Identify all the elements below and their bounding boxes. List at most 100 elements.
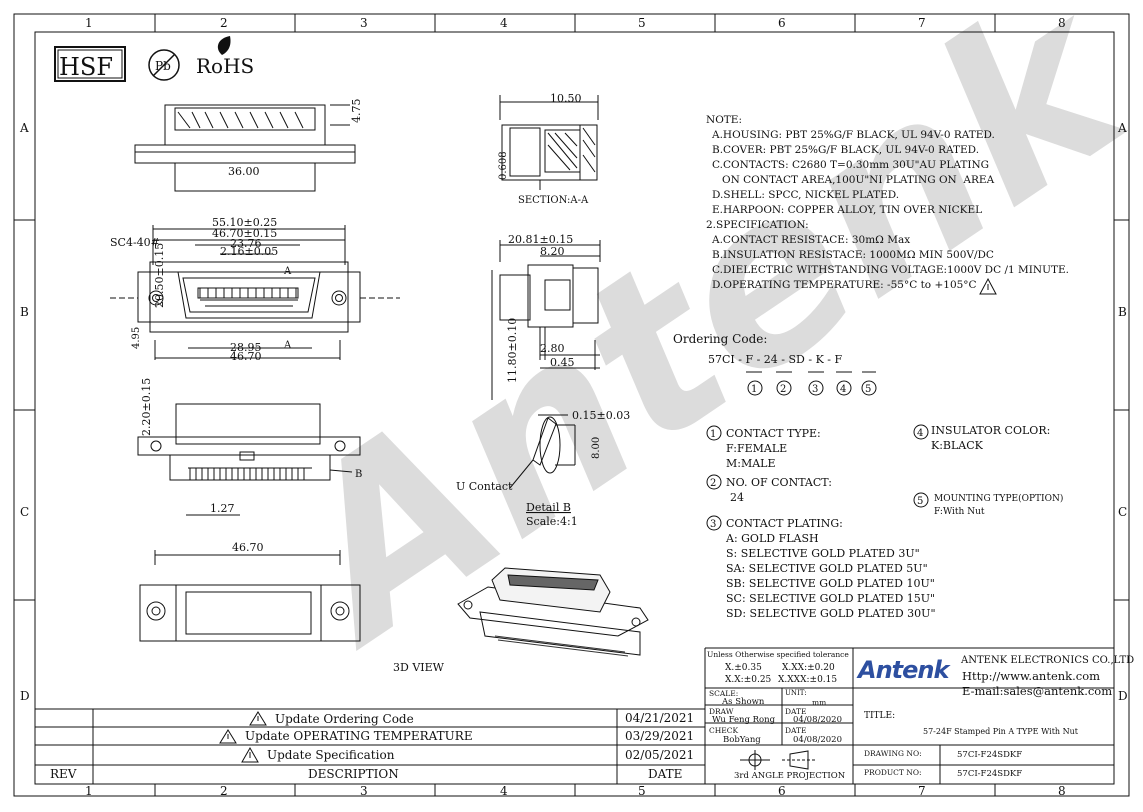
circle-num: 3 [812, 384, 818, 395]
col-num: 3 [360, 784, 368, 798]
circle-num: 1 [751, 384, 757, 395]
option-title: CONTACT TYPE: [726, 427, 821, 440]
option-item: SC: SELECTIVE GOLD PLATED 15U" [726, 592, 936, 605]
draw-name: Wu Feng Rong [712, 715, 776, 725]
company-website: Http://www.antenk.com [962, 669, 1101, 683]
col-num: 7 [918, 784, 926, 798]
tolerance-value: X.±0.35 [725, 663, 762, 673]
row-letter: D [20, 689, 30, 703]
bottom-view-drawing [139, 550, 361, 642]
col-num: 1 [85, 16, 93, 30]
col-num: 2 [220, 16, 228, 30]
option-item: K:BLACK [931, 439, 983, 452]
revision-date: 02/05/2021 [625, 748, 695, 762]
dim-label: 1.27 [210, 502, 235, 515]
check-label: CHECK [709, 726, 739, 735]
watermark: Antenk [238, 0, 1143, 697]
contact-type-section: CONTACT TYPE: F:FEMALE M:MALE [726, 426, 821, 471]
company-email: E-mail:sales@antenk.com [962, 684, 1113, 698]
drawing-no-label: DRAWING NO: [864, 749, 922, 758]
note-line: B.COVER: PBT 25%G/F BLACK, UL 94V-0 RATE… [712, 144, 980, 156]
circle-num: 2 [780, 384, 786, 395]
rohs-text: RoHS [196, 54, 254, 78]
pb-text: Pb [155, 59, 171, 73]
col-num: 4 [500, 784, 508, 798]
date-header: DATE [648, 767, 683, 781]
draw-label: DRAW [709, 707, 734, 716]
row-letters: A B C D A B C D [19, 121, 1128, 703]
callout-label: U Contact [456, 480, 513, 493]
col-num: 6 [778, 784, 786, 798]
ordering-code: 57CI - F - 24 - SD - K - F [708, 353, 843, 366]
dim-label: 4.75 [350, 99, 363, 124]
note-line: 2.SPECIFICATION: [706, 219, 809, 231]
rear-view-drawing [137, 403, 361, 516]
dim-label: 46.70 [230, 350, 262, 363]
detail-scale: Scale:4:1 [526, 515, 578, 528]
title-block-lines [35, 647, 1114, 784]
row-letter: B [20, 305, 29, 319]
dim-label: 20.50±0.15 [153, 243, 166, 308]
circle-num: 5 [865, 384, 871, 395]
projection-symbol [740, 750, 815, 770]
note-line: B.INSULATION RESISTACE: 1000MΩ MIN 500V/… [712, 249, 994, 261]
row-letter: D [1118, 689, 1128, 703]
sheet-frame [13, 13, 1130, 797]
unit-value: mm [812, 698, 827, 707]
company-name: ANTENK ELECTRONICS CO.,LTD [961, 655, 1135, 666]
tolerance-value: X.XXX:±0.15 [778, 675, 838, 685]
circle-num: 4 [917, 428, 923, 439]
dim-label: 0.15±0.03 [572, 409, 630, 422]
revision-date: 04/21/2021 [625, 711, 695, 725]
option-item: SD: SELECTIVE GOLD PLATED 30U" [726, 607, 936, 620]
rohs-logo: RoHS [196, 36, 254, 78]
ordering-code-label: Ordering Code: [673, 332, 768, 346]
col-num: 1 [85, 784, 93, 798]
section-marker: A [283, 340, 292, 351]
dim-label: 28.95 [230, 341, 262, 354]
option-title: NO. OF CONTACT: [726, 476, 832, 489]
contact-count-section: NO. OF CONTACT: 24 [726, 475, 832, 505]
revision-desc: Update Ordering Code [275, 712, 414, 726]
note-line: E.HARPOON: COPPER ALLOY, TIN OVER NICKEL [712, 204, 983, 216]
option-title: CONTACT PLATING: [726, 517, 843, 530]
detail-title: Detail B [526, 501, 571, 514]
hsf-logo: HSF [54, 46, 126, 82]
column-numbers-bottom: 1 2 3 4 5 6 7 8 [85, 784, 1066, 798]
pb-free-icon: Pb [148, 49, 180, 81]
unit-label: UNIT: [785, 689, 807, 697]
top-view-drawing [134, 104, 356, 192]
description-header: DESCRIPTION [308, 767, 399, 781]
drawing-no-value: 57CI-F24SDKF [957, 750, 1023, 760]
title-value: 57-24F Stamped Pin A TYPE With Nut [923, 727, 1078, 736]
circle-num: 3 [710, 519, 716, 530]
product-no-label: PRODUCT NO: [864, 768, 922, 777]
dim-label: 46.70±0.15 [212, 227, 277, 240]
check-date: 04/08/2020 [793, 735, 842, 745]
front-view-drawing [110, 225, 400, 360]
dim-label: 8.20 [540, 245, 565, 258]
note-line: NOTE: [706, 114, 743, 126]
revision-warning-icons [219, 711, 267, 763]
circle-num: 4 [840, 384, 846, 395]
title-label: TITLE: [864, 711, 896, 721]
draw-date: 04/08/2020 [793, 715, 842, 725]
option-item: F:With Nut [934, 507, 985, 517]
warning-icon [979, 277, 997, 295]
dim-label: 2.16±0.05 [220, 245, 278, 258]
row-letter: B [1118, 305, 1127, 319]
rev-header: REV [50, 767, 77, 781]
view-label: 3D VIEW [393, 661, 445, 674]
dim-label: 55.10±0.25 [212, 216, 277, 229]
mounting-type-section: MOUNTING TYPE(OPTION) F:With Nut [934, 493, 1063, 519]
dim-label: 20.81±0.15 [508, 233, 573, 246]
row-letter: A [19, 121, 29, 135]
row-letter: C [20, 505, 29, 519]
note-line: C.CONTACTS: C2680 T=0.30mm 30U"AU PLATIN… [712, 159, 990, 171]
hsf-text: HSF [59, 53, 113, 81]
dim-label: 2.80 [540, 342, 565, 355]
detail-b-drawing [509, 414, 576, 489]
col-num: 4 [500, 16, 508, 30]
projection-label: 3rd ANGLE PROJECTION [734, 771, 846, 781]
